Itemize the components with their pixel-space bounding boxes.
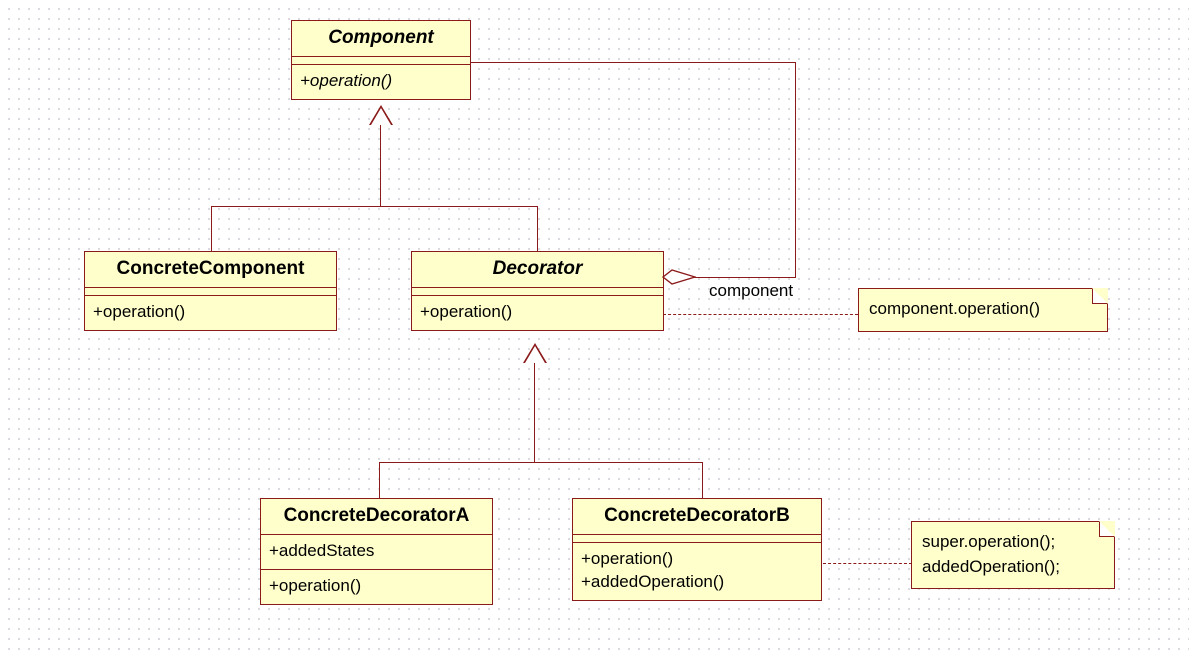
- class-attributes-concrete-decorator-b: [573, 535, 821, 543]
- generalization-branch-concrete-decorator-b: [702, 462, 703, 501]
- method-item: +operation(): [420, 302, 513, 321]
- class-attributes-component: [292, 57, 470, 65]
- class-attributes-decorator: [412, 288, 663, 296]
- class-box-concrete-component[interactable]: ConcreteComponent +operation(): [84, 251, 337, 331]
- method-item: +operation(): [581, 549, 674, 568]
- note-concrete-decorator-b[interactable]: super.operation(); addedOperation();: [911, 521, 1115, 590]
- method-item: +operation(): [269, 575, 362, 595]
- generalization-branch-decorator: [537, 206, 538, 252]
- class-attributes-concrete-decorator-a: +addedStates: [261, 535, 492, 570]
- note-decorator[interactable]: component.operation(): [858, 288, 1108, 332]
- generalization-branch-concrete-decorator-a: [379, 462, 380, 501]
- class-box-concrete-decorator-a[interactable]: ConcreteDecoratorA +addedStates +operati…: [260, 498, 493, 605]
- aggregation-segment-top: [470, 62, 796, 63]
- method-item: +operation(): [93, 302, 186, 321]
- note-line: super.operation();: [922, 532, 1056, 551]
- class-title-concrete-component: ConcreteComponent: [85, 252, 336, 288]
- class-methods-component: +operation(): [292, 65, 470, 99]
- aggregation-segment-right: [795, 62, 796, 277]
- class-methods-decorator: +operation(): [412, 296, 663, 330]
- method-item: +addedOperation(): [581, 571, 725, 591]
- aggregation-diamond-icon: [662, 268, 696, 286]
- class-title-concrete-decorator-b: ConcreteDecoratorB: [573, 499, 821, 535]
- attribute-item: +addedStates: [269, 541, 375, 560]
- aggregation-segment-bottom: [678, 277, 796, 278]
- generalization-branch-concrete-component: [211, 206, 212, 252]
- class-methods-concrete-decorator-a: +operation(): [261, 570, 492, 604]
- note-fold-fill: [1099, 521, 1115, 537]
- note-fold-fill: [1092, 288, 1108, 304]
- generalization-crossbar-lower: [379, 462, 703, 463]
- generalization-stem-component: [380, 124, 381, 207]
- generalization-crossbar-upper: [211, 206, 538, 207]
- edge-label-component: component: [709, 281, 794, 300]
- class-attributes-concrete-component: [85, 288, 336, 296]
- class-title-component: Component: [292, 21, 470, 57]
- inheritance-triangle-component: [369, 105, 393, 125]
- generalization-stem-decorator: [534, 362, 535, 463]
- note-connector-decorator: [663, 314, 858, 315]
- inheritance-triangle-decorator: [523, 343, 547, 363]
- class-methods-concrete-component: +operation(): [85, 296, 336, 330]
- class-box-component[interactable]: Component +operation(): [291, 20, 471, 100]
- method-item: +operation(): [300, 71, 393, 90]
- class-title-decorator: Decorator: [412, 252, 663, 288]
- class-title-concrete-decorator-a: ConcreteDecoratorA: [261, 499, 492, 535]
- note-line: component.operation(): [869, 299, 1041, 318]
- note-connector-concrete-decorator-b: [823, 563, 912, 564]
- class-methods-concrete-decorator-b: +operation() +addedOperation(): [573, 543, 821, 600]
- class-box-decorator[interactable]: Decorator +operation(): [411, 251, 664, 331]
- class-box-concrete-decorator-b[interactable]: ConcreteDecoratorB +operation() +addedOp…: [572, 498, 822, 601]
- note-line: addedOperation();: [922, 556, 1060, 576]
